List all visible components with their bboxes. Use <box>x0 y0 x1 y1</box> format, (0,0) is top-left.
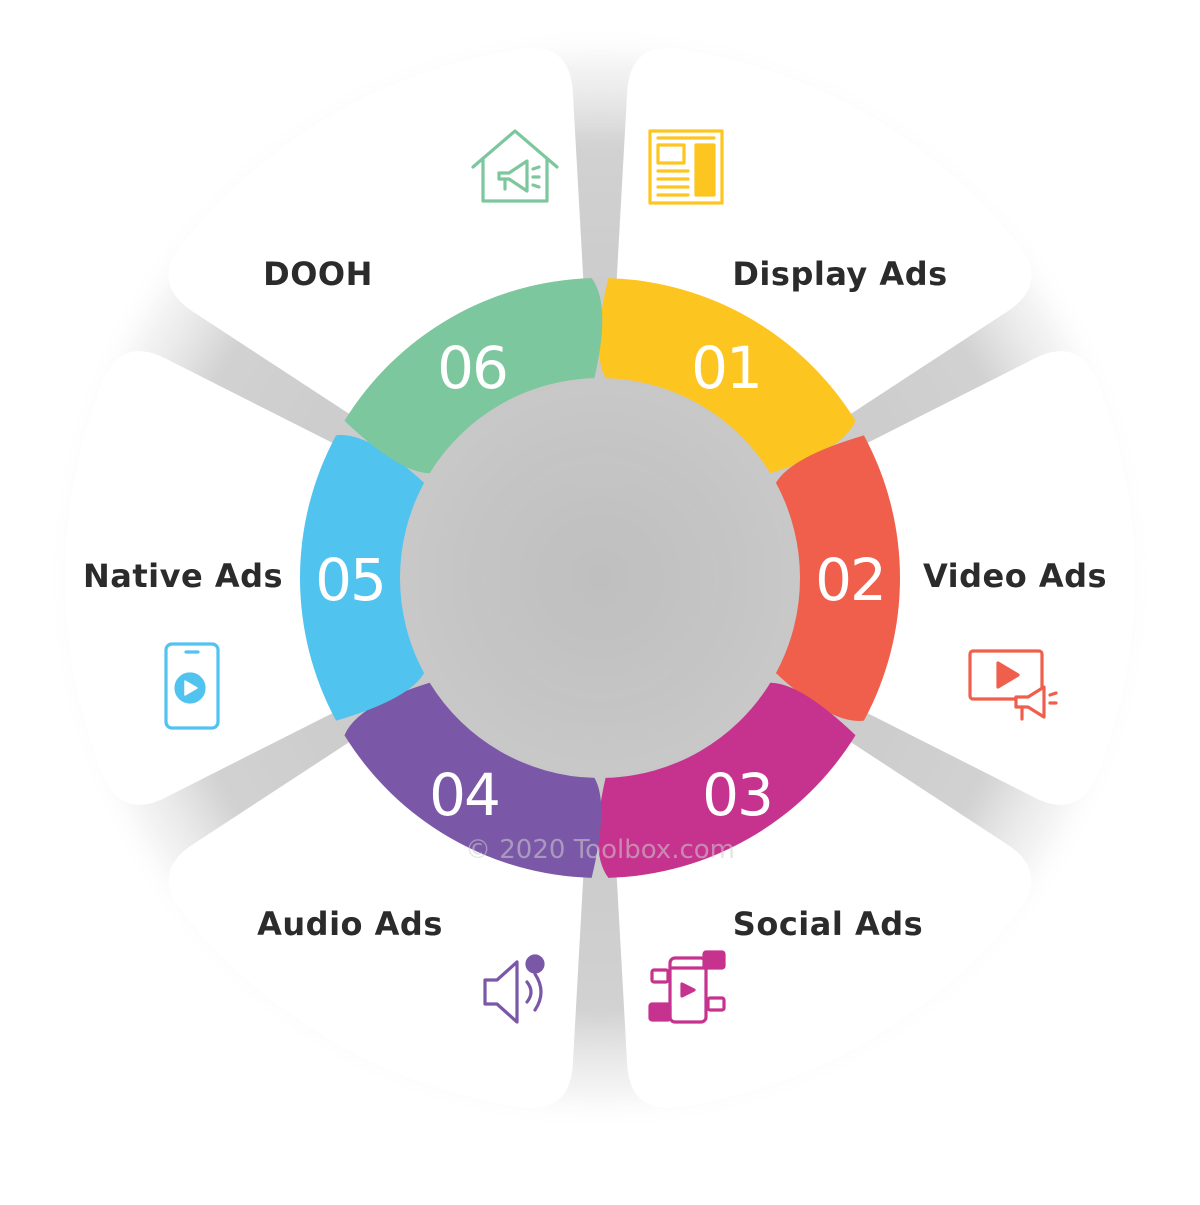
segment-label-05: Native Ads <box>83 557 283 595</box>
segment-label-02: Video Ads <box>923 557 1107 595</box>
ring-segment-03 <box>597 682 856 878</box>
ring-segment-06 <box>344 278 603 474</box>
speaker-icon <box>483 954 545 1024</box>
newspaper-icon <box>648 129 724 205</box>
segment-label-03: Social Ads <box>733 905 923 943</box>
ring-segment-02 <box>775 435 900 721</box>
segment-number-03: 03 <box>702 761 772 829</box>
segment-card-02 <box>823 351 1135 805</box>
segment-number-02: 02 <box>815 546 885 614</box>
segment-icons <box>164 129 1058 1024</box>
video-megaphone-icon <box>968 649 1058 721</box>
watermark-text: © 2020 Toolbox.com <box>465 835 735 865</box>
segment-label-06: DOOH <box>263 255 373 293</box>
number-ring: 01 02 03 04 05 06 <box>300 278 900 878</box>
mobile-play-icon <box>164 642 220 730</box>
segment-card-05 <box>64 351 377 805</box>
segment-number-01: 01 <box>691 334 761 402</box>
segment-number-04: 04 <box>429 761 499 829</box>
ring-segment-05 <box>300 435 425 721</box>
segment-label-04: Audio Ads <box>257 905 443 943</box>
house-megaphone-icon <box>471 129 559 203</box>
segment-number-06: 06 <box>437 334 507 402</box>
segment-number-05: 05 <box>315 546 385 614</box>
ring-segment-01 <box>598 278 856 474</box>
segment-label-01: Display Ads <box>732 255 947 293</box>
ring-segment-04 <box>344 682 602 878</box>
social-media-phone-icon <box>648 950 726 1024</box>
